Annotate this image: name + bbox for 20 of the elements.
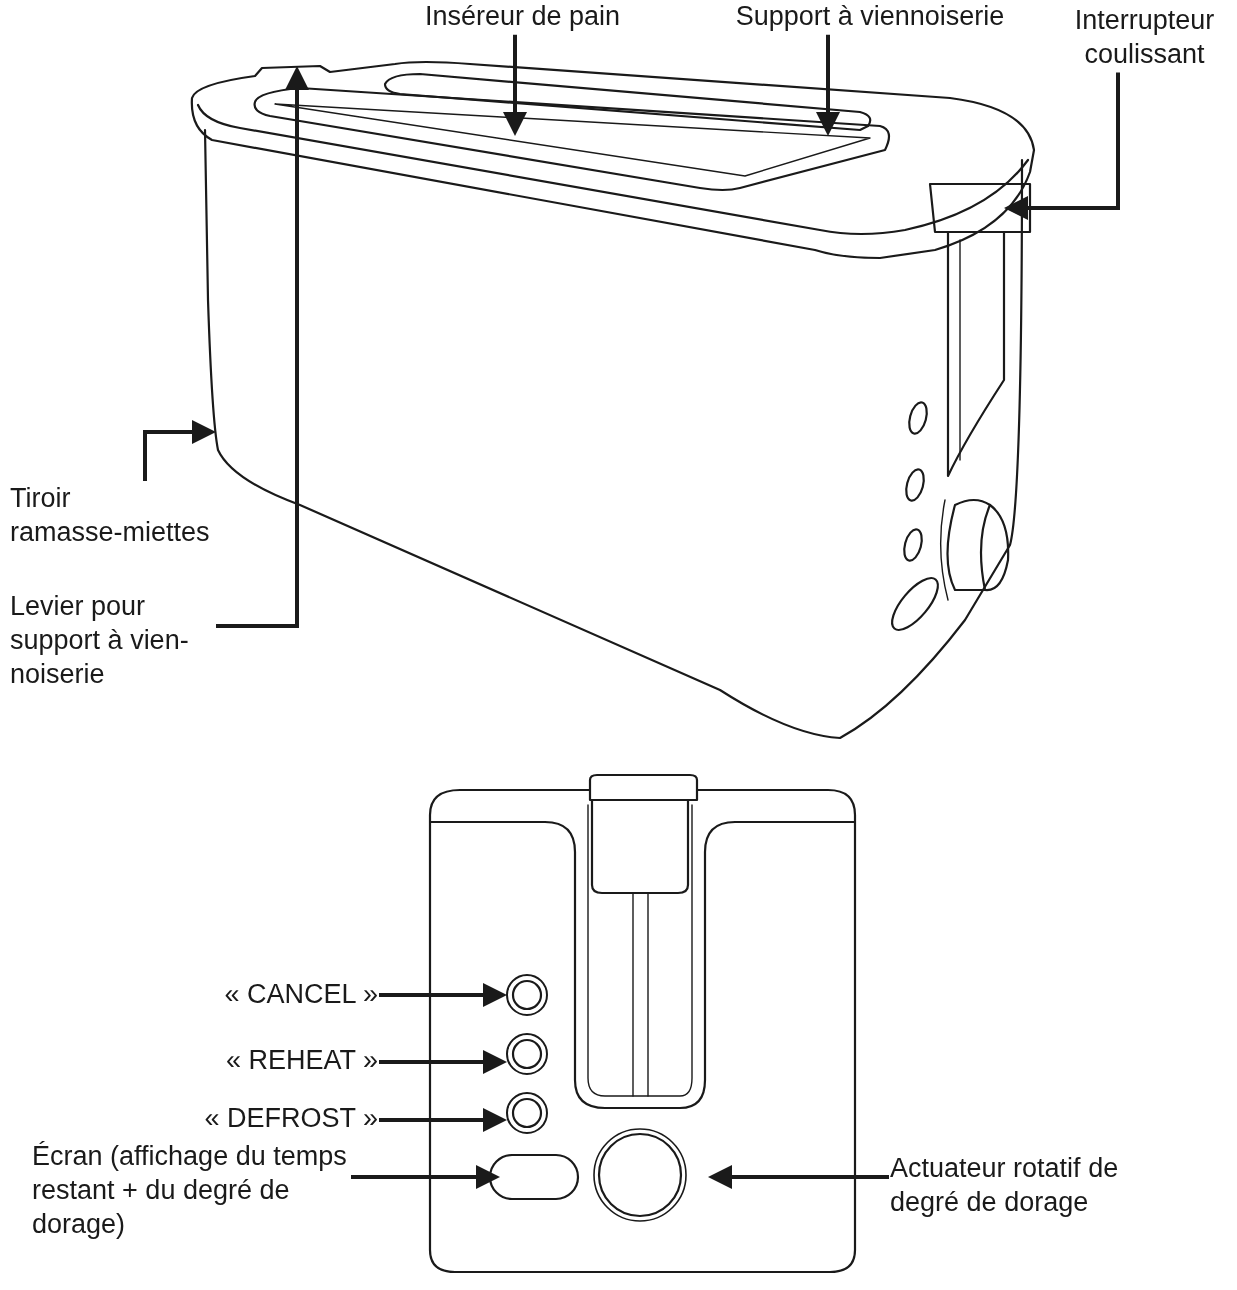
leader-arrow — [216, 66, 309, 628]
leader-arrow — [503, 34, 527, 136]
callout-label: « REHEAT » — [225, 1044, 378, 1078]
callout-label: Tiroir ramasse-miettes — [10, 482, 220, 550]
leader-arrow — [379, 1108, 507, 1132]
callout-label: Support à viennoiserie — [700, 0, 1040, 34]
leader-arrow — [351, 1165, 500, 1189]
callout-label: Inséreur de pain — [395, 0, 650, 34]
leader-arrow — [379, 1050, 507, 1074]
callout-label: Actuateur rotatif de degré de dorage — [890, 1152, 1175, 1220]
callout-label: Levier pour support à vien- noiserie — [10, 590, 215, 692]
leader-arrow — [816, 34, 840, 136]
callout-label: « CANCEL » — [224, 978, 378, 1012]
callout-label: Interrupteur coulissant — [1052, 4, 1237, 72]
leader-arrow — [1004, 72, 1120, 220]
leader-arrow — [143, 420, 216, 481]
leader-arrow — [379, 983, 507, 1007]
callout-label: « DEFROST » — [204, 1102, 378, 1136]
callout-label: Écran (affichage du temps restant + du degré de dorage) — [32, 1140, 350, 1242]
leader-arrow — [708, 1165, 889, 1189]
